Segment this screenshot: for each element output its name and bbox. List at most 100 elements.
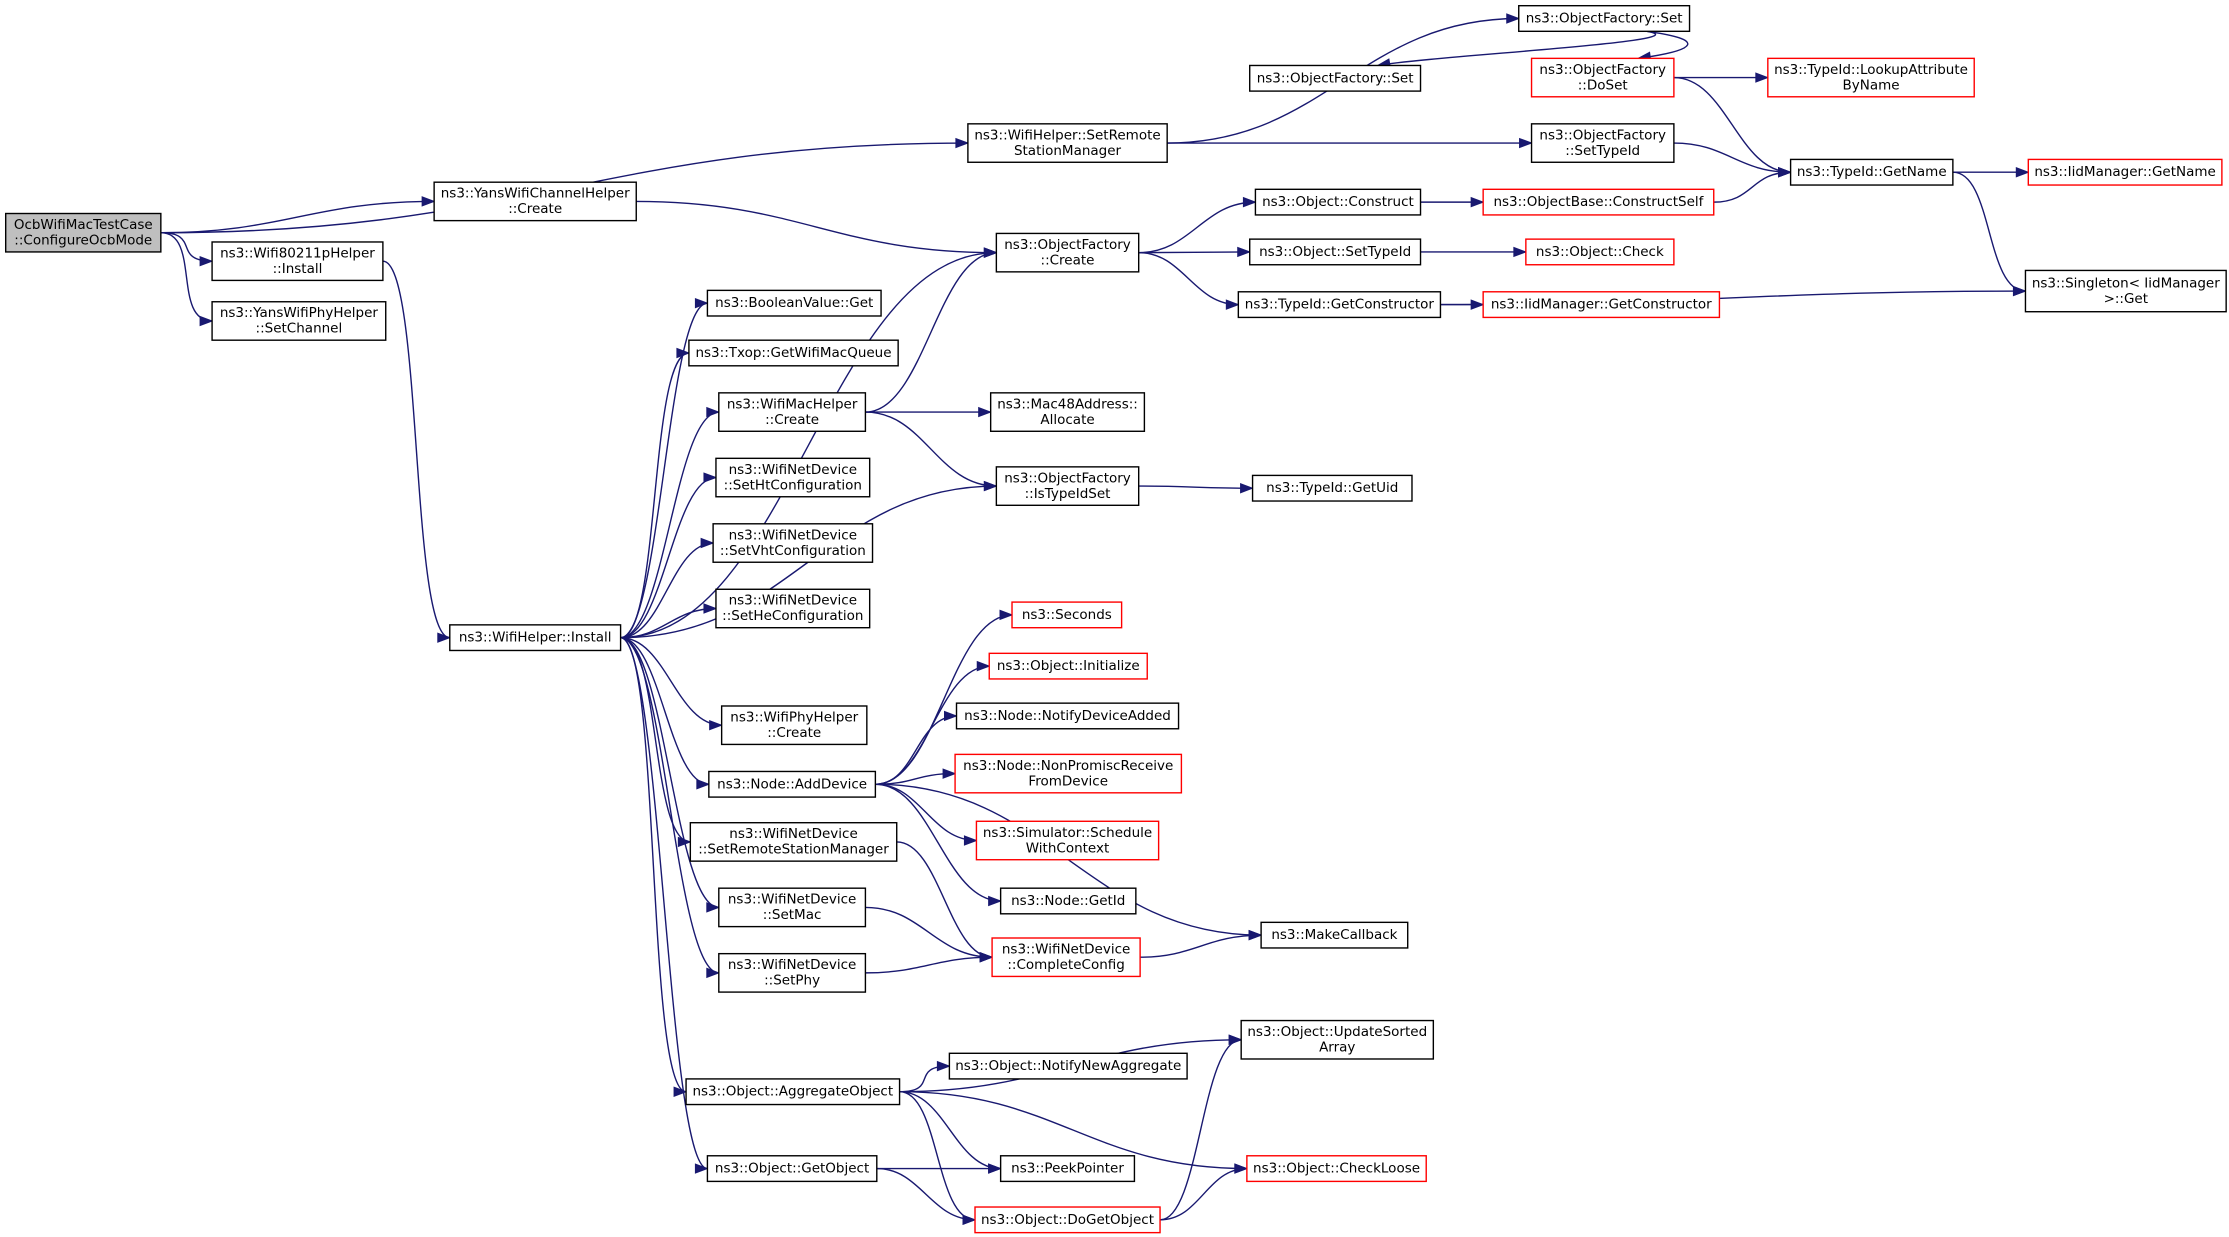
- node-typeIdGetUid[interactable]: ns3::TypeId::GetUid: [1251, 474, 1413, 502]
- node-box: [718, 392, 867, 432]
- node-nodeNotify[interactable]: ns3::Node::NotifyDeviceAdded: [955, 702, 1180, 730]
- node-label: ns3::Wifi80211pHelper: [220, 245, 375, 261]
- node-aggregateObject[interactable]: ns3::Object::AggregateObject: [685, 1078, 901, 1106]
- node-ofCreate[interactable]: ns3::ObjectFactory::Create: [995, 232, 1140, 273]
- node-getObject[interactable]: ns3::Object::GetObject: [706, 1155, 878, 1183]
- edge-wifiHelperInstall-getObject: [620, 636, 709, 1174]
- node-makeCallback[interactable]: ns3::MakeCallback: [1260, 921, 1409, 949]
- node-label: ns3::YansWifiPhyHelper: [220, 305, 379, 321]
- node-macHelperCreate[interactable]: ns3::WifiMacHelper::Create: [718, 392, 867, 432]
- node-label: ns3::TypeId::LookupAttribute: [1774, 62, 1968, 78]
- node-label: ns3::ObjectFactory: [1539, 127, 1666, 143]
- node-box: [449, 624, 622, 652]
- arrowhead: [1228, 1034, 1243, 1045]
- node-checkLoose[interactable]: ns3::Object::CheckLoose: [1246, 1155, 1427, 1183]
- node-root[interactable]: OcbWifiMacTestCase::ConfigureOcbMode: [4, 212, 162, 253]
- node-ofSetTypeId[interactable]: ns3::ObjectFactory::SetTypeId: [1530, 123, 1675, 163]
- node-label: ::SetHtConfiguration: [724, 477, 862, 493]
- edge-nodeAddDevice-nodeNotify: [875, 710, 958, 785]
- node-iidGetCtor[interactable]: ns3::IidManager::GetConstructor: [1482, 291, 1721, 319]
- node-label: ns3::Object::Initialize: [997, 658, 1140, 674]
- node-setMac[interactable]: ns3::WifiNetDevice::SetMac: [718, 887, 867, 928]
- node-label: ::SetTypeId: [1565, 143, 1640, 159]
- node-box: [1249, 64, 1422, 92]
- edge-setRemoteSM-ofSetTypeId: [1167, 137, 1533, 149]
- arrowhead: [999, 609, 1014, 621]
- call-nodes: OcbWifiMacTestCase::ConfigureOcbModens3:…: [4, 4, 2227, 1234]
- node-setRemoteSM[interactable]: ns3::WifiHelper::SetRemoteStationManager: [967, 123, 1168, 163]
- node-label: ns3::BooleanValue::Get: [715, 295, 873, 311]
- edge-objConstruct-constructSelf: [1420, 196, 1485, 208]
- arrowhead: [2012, 285, 2027, 297]
- node-objSetTypeId[interactable]: ns3::Object::SetTypeId: [1249, 238, 1422, 266]
- node-label: ::DoSet: [1578, 77, 1628, 93]
- node-iidGetName[interactable]: ns3::IidManager::GetName: [2027, 158, 2223, 186]
- node-label: ns3::WifiNetDevice: [729, 593, 857, 609]
- node-label: ns3::ObjectBase::ConstructSelf: [1493, 194, 1704, 210]
- arrowhead: [976, 660, 991, 672]
- node-setPhy[interactable]: ns3::WifiNetDevice::SetPhy: [718, 952, 867, 993]
- node-macAllocate[interactable]: ns3::Mac48Address::Allocate: [989, 392, 1146, 432]
- node-label: ns3::Simulator::Schedule: [983, 825, 1152, 841]
- node-yansChanCreate[interactable]: ns3::YansWifiChannelHelper::Create: [433, 181, 637, 222]
- node-completeConfig[interactable]: ns3::WifiNetDevice::CompleteConfig: [991, 937, 1141, 978]
- node-txopGet[interactable]: ns3::Txop::GetWifiMacQueue: [688, 339, 899, 367]
- node-box: [1482, 291, 1721, 319]
- node-notifyNewAgg[interactable]: ns3::Object::NotifyNewAggregate: [948, 1052, 1188, 1080]
- node-setVht[interactable]: ns3::WifiNetDevice::SetVhtConfiguration: [712, 523, 874, 563]
- node-ofSet1[interactable]: ns3::ObjectFactory::Set: [1518, 4, 1691, 33]
- node-setHt[interactable]: ns3::WifiNetDevice::SetHtConfiguration: [715, 457, 871, 498]
- node-box: [999, 887, 1137, 915]
- node-seconds[interactable]: ns3::Seconds: [1011, 601, 1123, 629]
- edge-wifiHelperInstall-nodeAddDevice: [620, 636, 711, 790]
- node-box: [2024, 269, 2227, 313]
- node-label: ns3::WifiNetDevice: [728, 892, 856, 908]
- node-box: [2027, 158, 2223, 186]
- node-label: ::SetRemoteStationManager: [698, 842, 889, 858]
- node-label: ::Create: [767, 725, 821, 741]
- node-ofDoSet[interactable]: ns3::ObjectFactory::DoSet: [1530, 57, 1675, 98]
- edge-ofCreate-typeIdGetCtor: [1138, 251, 1240, 310]
- node-label: Array: [1319, 1040, 1355, 1056]
- node-box: [1482, 188, 1715, 216]
- node-yansPhySetChannel[interactable]: ns3::YansWifiPhyHelper::SetChannel: [211, 301, 387, 341]
- node-setRemoteSMDev[interactable]: ns3::WifiNetDevice::SetRemoteStationMana…: [689, 822, 898, 862]
- node-objCheck[interactable]: ns3::Object::Check: [1525, 238, 1675, 266]
- node-box: [715, 457, 871, 498]
- node-doGetObject[interactable]: ns3::Object::DoGetObject: [974, 1206, 1161, 1234]
- node-box: [720, 705, 868, 746]
- node-box: [954, 753, 1183, 794]
- node-label: ::Create: [508, 201, 562, 217]
- arrowhead: [1755, 72, 1770, 83]
- arrowhead: [1248, 929, 1263, 941]
- node-constructSelf[interactable]: ns3::ObjectBase::ConstructSelf: [1482, 188, 1715, 216]
- node-label: ::IsTypeIdSet: [1025, 486, 1111, 502]
- node-singletonGet[interactable]: ns3::Singleton< IidManager>::Get: [2024, 269, 2227, 313]
- arrowhead: [694, 297, 709, 309]
- node-box: [1240, 1019, 1435, 1060]
- node-setHe[interactable]: ns3::WifiNetDevice::SetHeConfiguration: [715, 588, 871, 629]
- node-objInit[interactable]: ns3::Object::Initialize: [988, 652, 1148, 680]
- node-peekPointer[interactable]: ns3::PeekPointer: [999, 1155, 1136, 1183]
- node-label: >::Get: [2104, 291, 2148, 307]
- node-nodeGetId[interactable]: ns3::Node::GetId: [999, 887, 1137, 915]
- arrowhead: [706, 967, 721, 979]
- node-wifi80211Install[interactable]: ns3::Wifi80211pHelper::Install: [211, 241, 384, 282]
- node-boolGet[interactable]: ns3::BooleanValue::Get: [706, 289, 882, 317]
- node-typeIdGetName[interactable]: ns3::TypeId::GetName: [1789, 158, 1954, 186]
- edge-objSetTypeId-objCheck: [1420, 246, 1528, 258]
- node-objConstruct[interactable]: ns3::Object::Construct: [1254, 188, 1422, 216]
- edge-macHelperCreate-ofCreate: [865, 247, 998, 413]
- node-ofSet2[interactable]: ns3::ObjectFactory::Set: [1249, 64, 1422, 92]
- node-wifiHelperInstall[interactable]: ns3::WifiHelper::Install: [449, 624, 622, 652]
- node-phyHelperCreate[interactable]: ns3::WifiPhyHelper::Create: [720, 705, 868, 746]
- node-typeIdGetCtor[interactable]: ns3::TypeId::GetConstructor: [1237, 291, 1442, 319]
- node-label: ns3::ObjectFactory: [1004, 470, 1131, 486]
- node-nodeAddDevice[interactable]: ns3::Node::AddDevice: [708, 770, 877, 798]
- node-ofIsTypeIdSet[interactable]: ns3::ObjectFactory::IsTypeIdSet: [995, 466, 1140, 506]
